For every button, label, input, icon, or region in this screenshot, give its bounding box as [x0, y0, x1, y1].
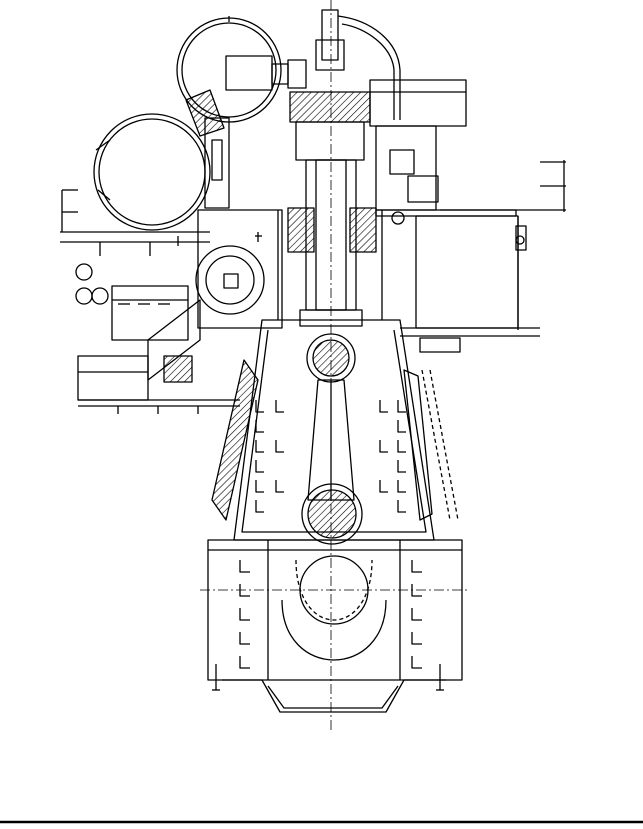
bedplate	[207, 539, 463, 681]
frame-ribs-right	[379, 400, 406, 513]
turbocharger-upper	[176, 16, 307, 137]
cylinder-column	[277, 9, 401, 327]
scavenge-air-box	[195, 209, 283, 329]
frame-ribs-left	[255, 400, 284, 513]
oil-pan	[212, 664, 446, 713]
left-platform	[60, 189, 210, 341]
air-cooler-left	[93, 113, 230, 231]
exhaust-receiver-right	[369, 79, 566, 353]
connecting-rod	[301, 333, 363, 545]
centerlines	[200, 0, 470, 730]
left-lower-platform	[77, 299, 240, 414]
